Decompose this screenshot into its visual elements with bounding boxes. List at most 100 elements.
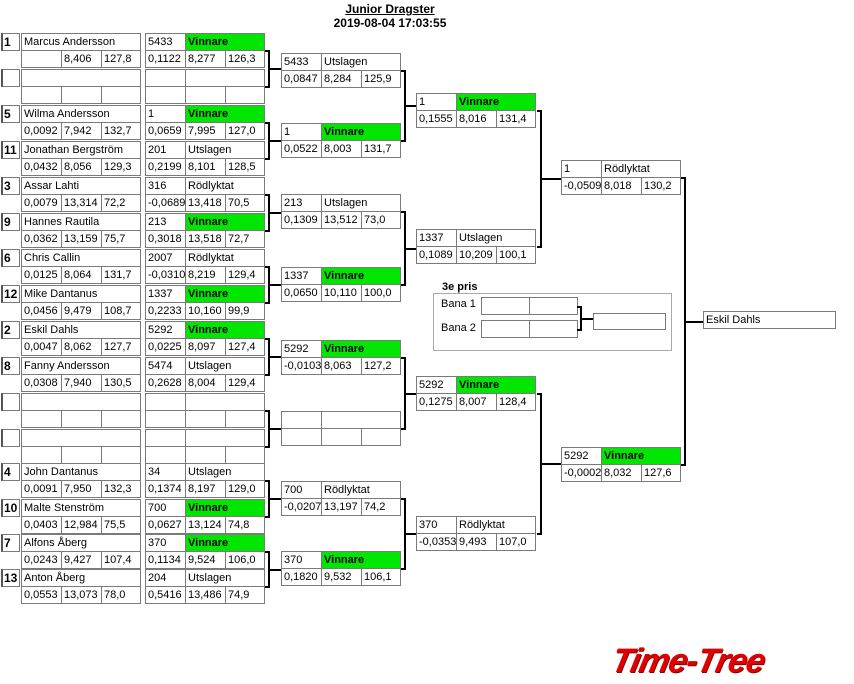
speed: 72,7 bbox=[225, 230, 265, 248]
driver-name: Alfons Åberg bbox=[21, 534, 141, 552]
result-id: 5433 bbox=[145, 33, 186, 51]
lane1-field-1[interactable] bbox=[481, 297, 530, 315]
bracket-line bbox=[537, 393, 542, 395]
speed: 74,8 bbox=[225, 516, 265, 534]
seed-number bbox=[1, 429, 20, 447]
third-place-result[interactable] bbox=[593, 313, 666, 330]
elapsed-time: 12,984 bbox=[61, 516, 102, 534]
result-status: Vinnare bbox=[185, 33, 265, 51]
bracket-line bbox=[268, 284, 281, 286]
result-status: Vinnare bbox=[185, 499, 265, 517]
elapsed-time: 13,418 bbox=[185, 194, 226, 212]
speed: 75,5 bbox=[101, 516, 141, 534]
reaction-time bbox=[281, 428, 322, 446]
speed: 125,9 bbox=[361, 70, 401, 88]
bracket-line bbox=[268, 212, 281, 214]
result-status: Utslagen bbox=[456, 229, 536, 247]
result-id: 2007 bbox=[145, 249, 186, 267]
elapsed-time: 9,479 bbox=[61, 302, 102, 320]
speed bbox=[225, 86, 265, 104]
bracket-line bbox=[268, 569, 281, 571]
bracket-line bbox=[401, 357, 406, 359]
lane2-field-2[interactable] bbox=[529, 320, 578, 338]
bracket-line bbox=[681, 464, 686, 466]
elapsed-time: 8,018 bbox=[601, 177, 642, 195]
bracket-line bbox=[681, 177, 686, 179]
speed bbox=[225, 410, 265, 428]
result-status: Utslagen bbox=[185, 357, 265, 375]
elapsed-time: 9,427 bbox=[61, 551, 102, 569]
elapsed-time: 8,277 bbox=[185, 50, 226, 68]
reaction-time bbox=[21, 446, 62, 464]
third-place-title: 3e pris bbox=[440, 281, 480, 293]
elapsed-time: 8,284 bbox=[321, 70, 362, 88]
bracket-line bbox=[265, 374, 270, 376]
reaction-time: 0,1275 bbox=[416, 393, 457, 411]
seed-number: 10 bbox=[1, 499, 20, 517]
reaction-time: 0,5416 bbox=[145, 586, 186, 604]
speed: 73,0 bbox=[361, 211, 401, 229]
speed: 131,7 bbox=[101, 266, 141, 284]
bracket-line bbox=[404, 105, 416, 107]
result-status: Rödlyktat bbox=[185, 249, 265, 267]
lane1-field-2[interactable] bbox=[529, 297, 578, 315]
driver-name: Chris Callin bbox=[21, 249, 141, 267]
elapsed-time: 13,512 bbox=[321, 211, 362, 229]
elapsed-time: 7,995 bbox=[185, 122, 226, 140]
reaction-time: 0,0650 bbox=[281, 284, 322, 302]
bracket-line bbox=[265, 586, 270, 588]
result-status bbox=[321, 411, 401, 429]
speed: 129,3 bbox=[101, 158, 141, 176]
elapsed-time: 8,062 bbox=[61, 338, 102, 356]
elapsed-time: 8,101 bbox=[185, 158, 226, 176]
elapsed-time: 13,197 bbox=[321, 498, 362, 516]
driver-name: Malte Stenström bbox=[21, 499, 141, 517]
reaction-time: -0,0103 bbox=[281, 357, 322, 375]
bracket-line bbox=[684, 321, 703, 323]
result-id: 5474 bbox=[145, 357, 186, 375]
reaction-time: 0,0308 bbox=[21, 374, 62, 392]
result-id: 1 bbox=[281, 123, 322, 141]
time-tree-logo: Time-Tree bbox=[608, 642, 769, 680]
seed-number: 5 bbox=[1, 105, 20, 123]
seed-number: 3 bbox=[1, 177, 20, 195]
bracket-line bbox=[401, 498, 406, 500]
speed: 106,1 bbox=[361, 568, 401, 586]
bracket-line bbox=[265, 338, 270, 340]
result-id bbox=[281, 411, 322, 429]
elapsed-time: 7,942 bbox=[61, 122, 102, 140]
result-id: 1337 bbox=[281, 267, 322, 285]
lane2-field-1[interactable] bbox=[481, 320, 530, 338]
third-place-group bbox=[433, 293, 672, 351]
bracket-line bbox=[265, 86, 270, 88]
seed-number: 9 bbox=[1, 213, 20, 231]
elapsed-time: 8,197 bbox=[185, 480, 226, 498]
result-id bbox=[145, 69, 186, 87]
speed: 99,9 bbox=[225, 302, 265, 320]
elapsed-time: 9,532 bbox=[321, 568, 362, 586]
elapsed-time bbox=[61, 446, 102, 464]
elapsed-time: 9,524 bbox=[185, 551, 226, 569]
speed: 78,0 bbox=[101, 586, 141, 604]
driver-name: Wilma Andersson bbox=[21, 105, 141, 123]
elapsed-time: 8,063 bbox=[321, 357, 362, 375]
reaction-time: 0,0079 bbox=[21, 194, 62, 212]
reaction-time bbox=[21, 50, 62, 68]
reaction-time: -0,0002 bbox=[561, 464, 602, 482]
elapsed-time: 13,486 bbox=[185, 586, 226, 604]
result-status: Rödlyktat bbox=[321, 481, 401, 499]
result-id: 1 bbox=[145, 105, 186, 123]
result-status: Vinnare bbox=[321, 267, 401, 285]
speed bbox=[225, 446, 265, 464]
elapsed-time: 8,003 bbox=[321, 140, 362, 158]
bracket-line bbox=[268, 428, 281, 430]
result-id: 370 bbox=[281, 551, 322, 569]
elapsed-time: 8,406 bbox=[61, 50, 102, 68]
elapsed-time bbox=[185, 446, 226, 464]
bracket-line bbox=[268, 140, 281, 142]
elapsed-time: 8,219 bbox=[185, 266, 226, 284]
bracket-line bbox=[265, 158, 270, 160]
result-id: 700 bbox=[145, 499, 186, 517]
bracket-line bbox=[265, 122, 270, 124]
